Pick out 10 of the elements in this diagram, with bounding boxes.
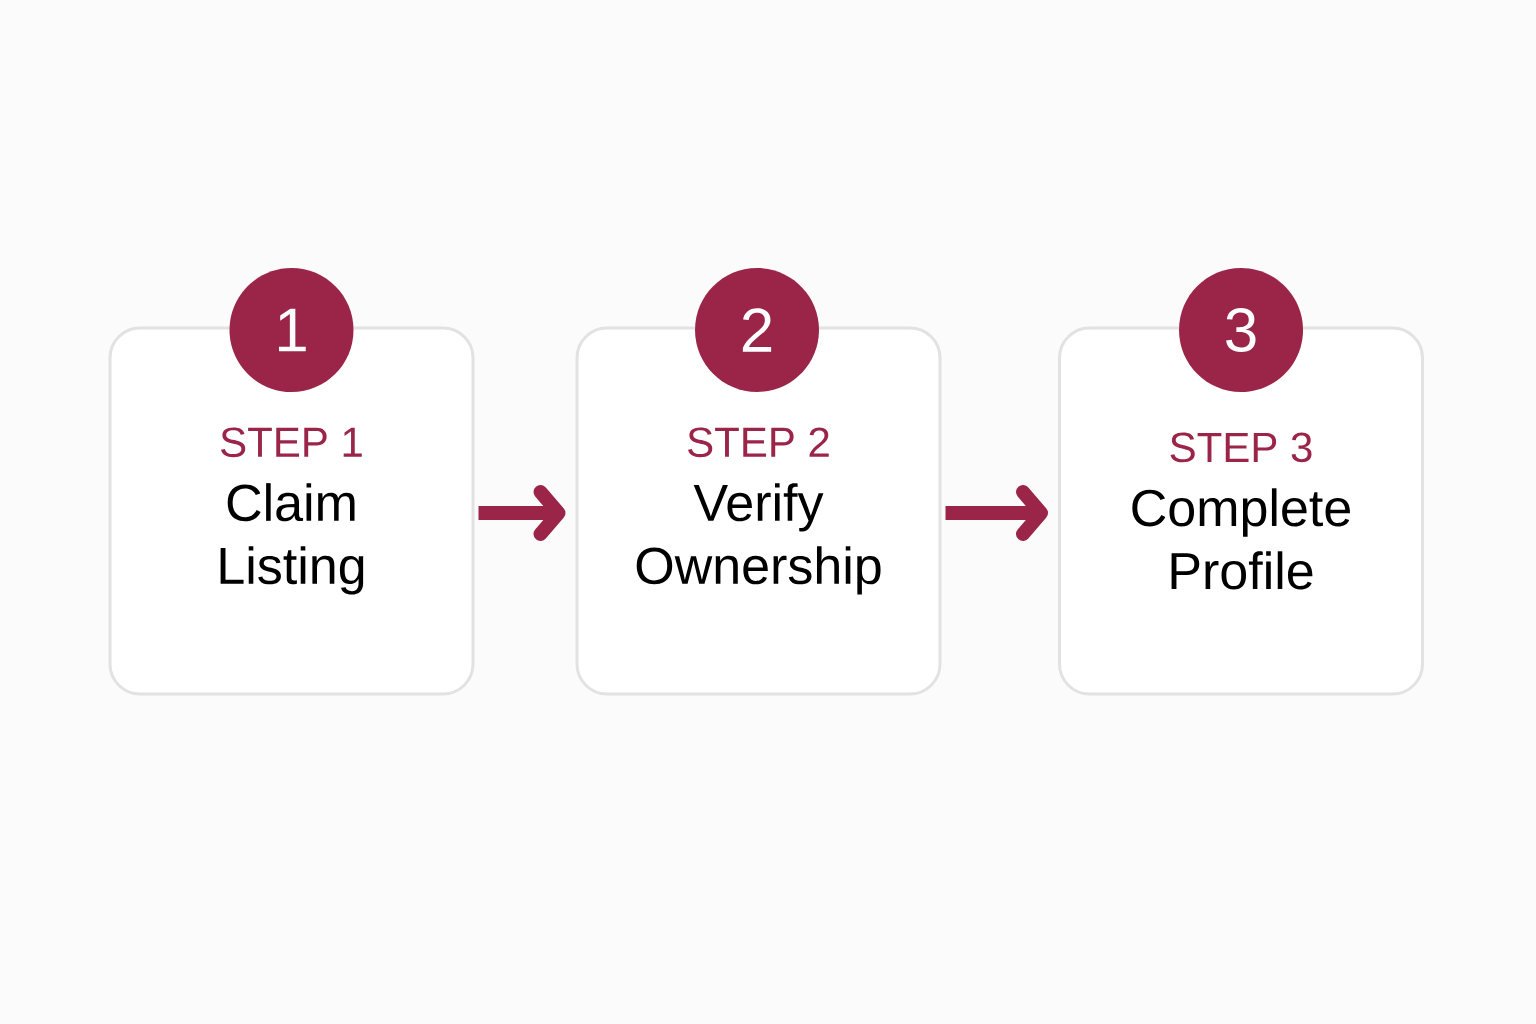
step-title: Complete Profile [1132,488,1350,590]
arrow [945,485,1048,541]
number-badge: 2 [695,268,819,392]
number-badge: 3 [1179,268,1303,392]
step-title: Verify Ownership [636,483,881,595]
step-title: Claim Listing [220,483,364,595]
step-label: STEP 1 [221,427,362,458]
number-badge: 1 [229,268,354,392]
step-label: STEP 2 [688,427,829,458]
step-label: STEP 3 [1170,432,1312,463]
